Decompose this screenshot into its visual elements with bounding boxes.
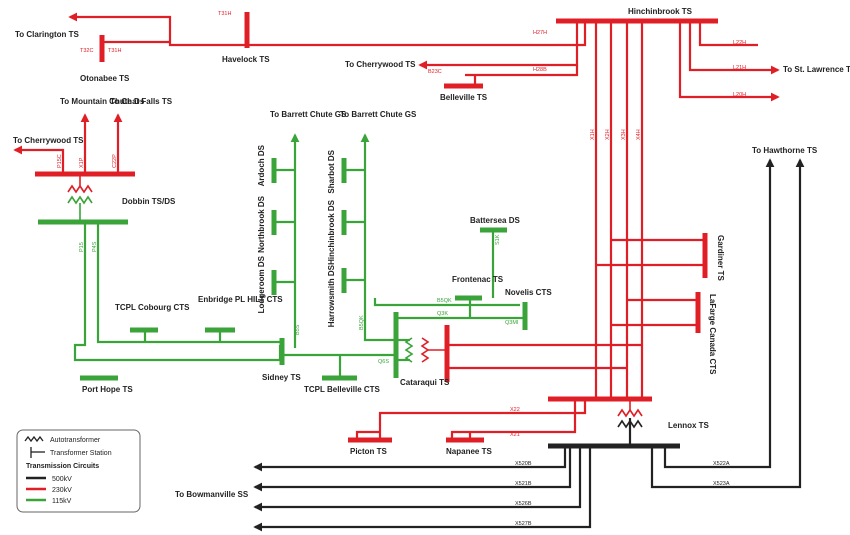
circuit-x520b: X520B bbox=[515, 461, 532, 467]
dest-cherrywood-left: To Cherrywood TS bbox=[13, 136, 84, 145]
legend-autotransformer: Autotransformer bbox=[50, 437, 101, 444]
circuit-h27h: H27H bbox=[533, 30, 547, 36]
napanee-label: Napanee TS bbox=[446, 447, 492, 456]
circuit-t32c: T32C bbox=[80, 48, 93, 54]
battersea-label: Battersea DS bbox=[470, 216, 520, 225]
circuit-x522a: X522A bbox=[713, 461, 730, 467]
circuit-x523a: X523A bbox=[713, 481, 730, 487]
circuit-b5qk-vert: B5QK bbox=[359, 315, 365, 330]
circuit-s1k: S1K bbox=[495, 234, 501, 245]
buses-230kv bbox=[35, 12, 718, 443]
dest-bowmanville: To Bowmanville SS bbox=[175, 490, 249, 499]
northbrook-label: Northbrook DS bbox=[257, 195, 266, 253]
circuit-q3k: Q3K bbox=[437, 311, 448, 317]
circuit-x3h: X3H bbox=[621, 129, 627, 140]
circuit-x526b: X526B bbox=[515, 501, 532, 507]
cataraqui-label: Cataraqui TS bbox=[400, 378, 450, 387]
legend-500kv: 500kV bbox=[52, 476, 72, 483]
circuit-q3mi: Q3MI bbox=[505, 320, 519, 326]
dest-cherrywood-top: To Cherrywood TS bbox=[345, 60, 416, 69]
circuit-q6s: Q6S bbox=[378, 359, 389, 365]
circuits-500kv bbox=[253, 158, 805, 532]
circuit-b23c: B23C bbox=[428, 69, 442, 75]
lennox-autotransformer-icon bbox=[617, 400, 643, 429]
circuit-x2h: X2H bbox=[605, 129, 611, 140]
dest-clarington: To Clarington TS bbox=[15, 30, 80, 39]
dest-barrett-2: To Barrett Chute GS bbox=[340, 110, 417, 119]
tcpl-cobourg-label: TCPL Cobourg CTS bbox=[115, 303, 190, 312]
hinchinbrook-ds-label: Hinchinbrook DS bbox=[327, 199, 336, 265]
circuit-p4s: P4S bbox=[92, 241, 98, 252]
havelock-ts-label: Havelock TS bbox=[222, 55, 270, 64]
dest-mountain-chute: To Mountain Chute Ds bbox=[60, 97, 145, 106]
circuit-b5s: B5S bbox=[295, 324, 301, 335]
lennox-label: Lennox TS bbox=[668, 421, 710, 430]
legend: Autotransformer Transformer Station Tran… bbox=[16, 429, 141, 513]
sidney-label: Sidney TS bbox=[262, 373, 301, 382]
gardiner-label: Gardiner TS bbox=[716, 235, 725, 281]
circuits-115kv bbox=[73, 133, 525, 378]
circuits-230kv bbox=[13, 12, 780, 440]
circuit-x4h: X4H bbox=[636, 129, 642, 140]
circuit-x521b: X521B bbox=[515, 481, 532, 487]
cataraqui-autotransformer-icon bbox=[404, 337, 445, 363]
otonabee-ts-label: Otonabee TS bbox=[80, 74, 130, 83]
circuit-c22p: C22P bbox=[112, 154, 118, 168]
dest-hawthorne: To Hawthorne TS bbox=[752, 146, 818, 155]
circuit-p15c: P15C bbox=[57, 154, 63, 168]
legend-heading: Transmission Circuits bbox=[26, 463, 99, 470]
legend-115kv: 115kV bbox=[52, 498, 72, 505]
tcpl-belleville-label: TCPL Belleville CTS bbox=[304, 385, 381, 394]
autotransformer-symbols bbox=[67, 175, 643, 429]
circuit-x21: X21 bbox=[510, 432, 520, 438]
belleville-ts-label: Belleville TS bbox=[440, 93, 488, 102]
circuit-x1h: X1H bbox=[590, 129, 596, 140]
ardoch-label: Ardoch DS bbox=[257, 144, 266, 186]
circuit-t31h-b: T31H bbox=[108, 48, 121, 54]
sharbot-label: Sharbot DS bbox=[327, 149, 336, 193]
dobbin-autotransformer-icon bbox=[67, 175, 93, 221]
dest-chat-falls: To Chat Falls TS bbox=[110, 97, 173, 106]
frontenac-label: Frontenac TS bbox=[452, 275, 504, 284]
lodgeroom-label: Lodgeroom DS bbox=[257, 255, 266, 313]
circuit-l20h: L20H bbox=[733, 92, 746, 98]
picton-label: Picton TS bbox=[350, 447, 388, 456]
port-hope-label: Port Hope TS bbox=[82, 385, 133, 394]
circuit-b5qk: B5QK bbox=[437, 298, 452, 304]
circuit-l22h: L22H bbox=[733, 40, 746, 46]
buses-115kv bbox=[38, 158, 528, 381]
circuit-x22: X22 bbox=[510, 407, 520, 413]
circuit-p15: P15 bbox=[79, 242, 85, 252]
enbridge-label: Enbridge PL HILT CTS bbox=[198, 295, 283, 304]
hinchinbrook-ts-label: Hinchinbrook TS bbox=[628, 7, 693, 16]
legend-230kv: 230kV bbox=[52, 487, 72, 494]
circuit-l21h: L21H bbox=[733, 65, 746, 71]
legend-transformer-station: Transformer Station bbox=[50, 450, 112, 457]
circuit-t31h-a: T31H bbox=[218, 11, 231, 17]
novelis-label: Novelis CTS bbox=[505, 288, 552, 297]
lafarge-label: LaFarge Canada CTS bbox=[708, 294, 717, 375]
circuit-x527b: X527B bbox=[515, 521, 532, 527]
circuit-h28b: H28B bbox=[533, 67, 547, 73]
transformer-station-legend-icon bbox=[30, 447, 45, 458]
dest-st-lawrence: To St. Lawrence TS bbox=[783, 65, 850, 74]
dobbin-label: Dobbin TS/DS bbox=[122, 197, 176, 206]
harrowsmith-label: Harrowsmith DS bbox=[327, 264, 336, 327]
circuit-x1p: X1P bbox=[79, 157, 85, 168]
autotransformer-legend-icon bbox=[24, 435, 44, 443]
dest-barrett-1: To Barrett Chute GS bbox=[270, 110, 347, 119]
